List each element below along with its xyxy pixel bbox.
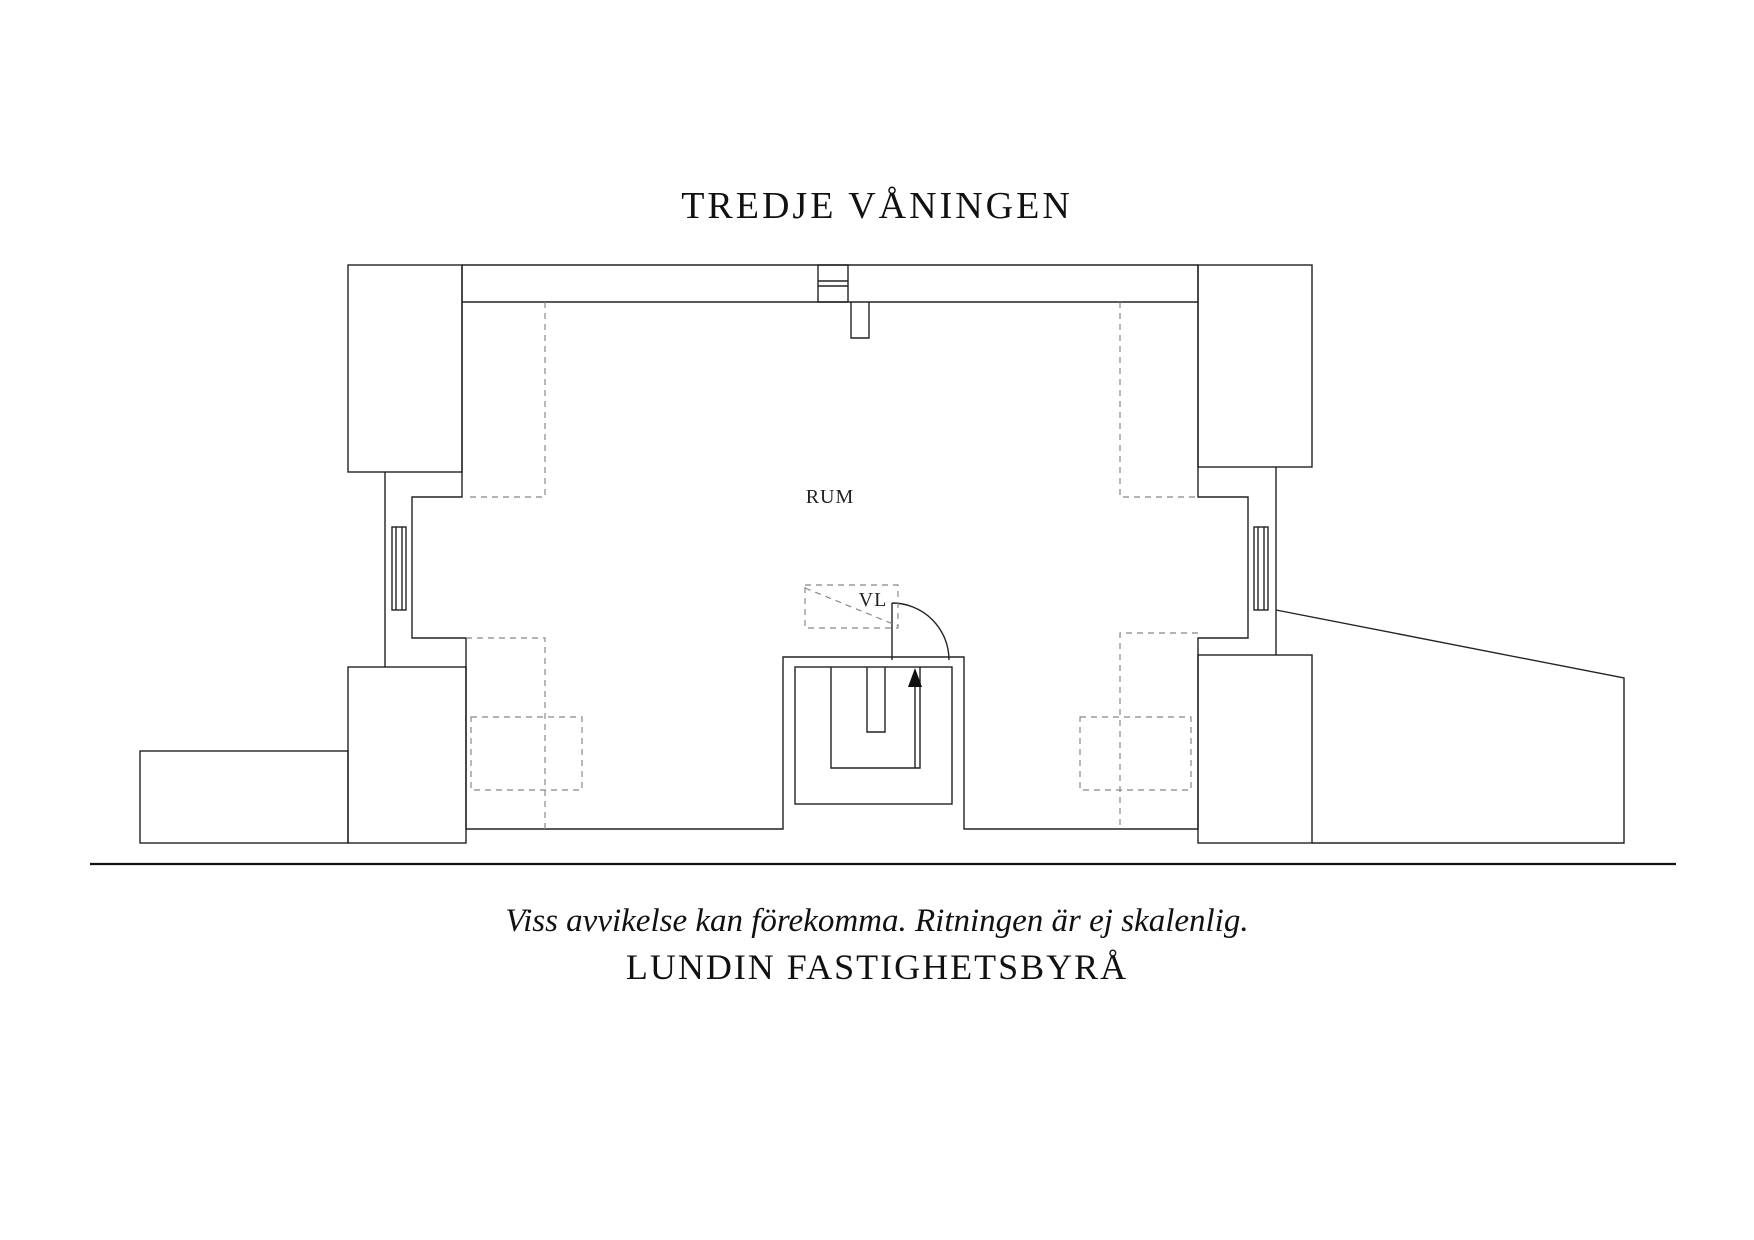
room-label-rum: RUM — [806, 486, 855, 508]
room-outline — [411, 265, 1249, 830]
entry-arrow — [908, 668, 922, 768]
dashed-roof-lines-right — [1079, 302, 1198, 829]
left-dormer-upper — [347, 264, 463, 473]
vl-box — [804, 584, 899, 629]
disclaimer-text: Viss avvikelse kan förekomma. Ritningen … — [505, 903, 1249, 939]
floor-title: TREDJE VÅNINGEN — [681, 185, 1073, 227]
brand-name: LUNDIN FASTIGHETSBYRÅ — [625, 947, 1129, 987]
left-annex — [139, 750, 349, 844]
right-window — [1253, 526, 1269, 611]
top-window — [817, 264, 849, 303]
left-dormer-lower — [347, 666, 467, 844]
dashed-roof-lines-left — [466, 302, 583, 829]
up-arrow-icon — [908, 668, 922, 687]
right-dormer-lower — [1197, 654, 1313, 844]
door — [891, 602, 950, 661]
room-label-vl: VL — [859, 589, 888, 611]
staircase — [794, 666, 953, 805]
right-annex — [1275, 609, 1625, 844]
right-dormer-upper — [1197, 264, 1313, 468]
left-window — [391, 526, 407, 611]
